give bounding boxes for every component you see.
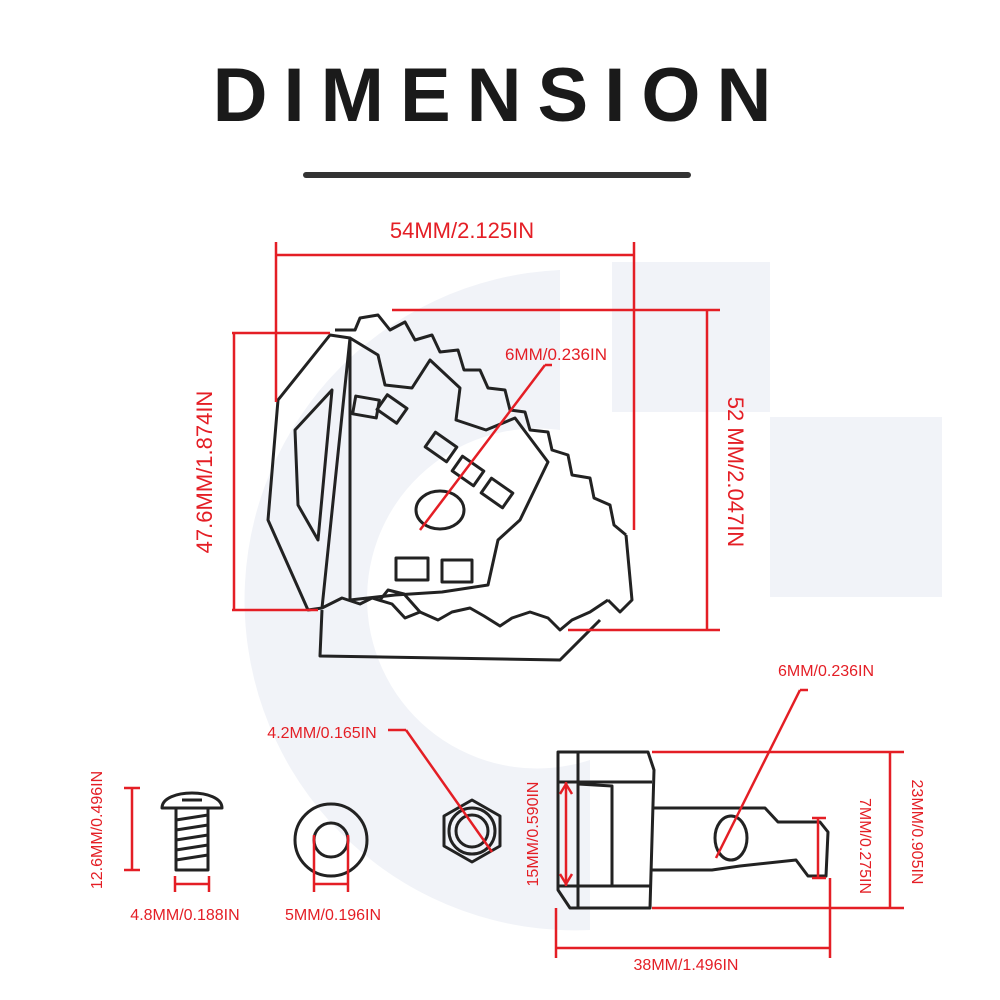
bolt-length-label: 12.6MM/0.496IN	[89, 771, 106, 889]
footpeg-right-edge	[606, 534, 634, 614]
footpeg-dimension-lines	[232, 242, 720, 632]
hole-main-label: 6MM/0.236IN	[505, 345, 607, 364]
bolt-head	[160, 791, 224, 810]
bracket-body	[556, 750, 656, 910]
bracket-height-left-arrow-top	[558, 781, 574, 795]
watermark-ring	[244, 270, 590, 931]
washer-drawing	[293, 802, 369, 878]
footpeg-notch-3	[423, 430, 459, 464]
bracket-width-label: 38MM/1.496IN	[634, 957, 739, 974]
bracket-arm	[650, 806, 830, 878]
washer-inner-label: 5MM/0.196IN	[285, 907, 381, 924]
washer-dimension-lines	[312, 835, 350, 892]
bolt-thread-4	[175, 843, 209, 852]
footpeg-bottom-teeth	[321, 596, 609, 632]
bolt-thread-5	[175, 853, 209, 862]
nut-size-label: 4.2MM/0.165IN	[267, 725, 376, 742]
footpeg-tab-right	[440, 558, 474, 584]
bolt-diameter-label: 4.8MM/0.188IN	[130, 907, 239, 924]
footpeg-notch-2	[375, 393, 409, 425]
footpeg-notch-1	[351, 394, 381, 420]
bracket-hole-label: 6MM/0.236IN	[778, 663, 874, 680]
washer-outer	[293, 802, 369, 878]
nut-dimension-lines	[388, 728, 494, 853]
footpeg-left-slot	[293, 388, 334, 542]
watermark-bar-top	[612, 262, 770, 412]
width-top-label: 54MM/2.125IN	[390, 218, 534, 243]
height-left-label: 47.6MM/1.874IN	[192, 391, 217, 554]
bracket-hole-leader	[714, 689, 802, 859]
height-right-label: 52 MM/2.047IN	[723, 397, 748, 547]
bracket-tab-label: 7MM/0.275IN	[856, 798, 873, 894]
bracket-dimension-lines	[554, 688, 904, 958]
bolt-drawing	[160, 791, 224, 872]
nut-bore	[454, 813, 490, 849]
page-title: DIMENSION	[212, 53, 788, 138]
footpeg-notch-4	[450, 454, 486, 488]
bracket-height-left-arrow-bottom	[558, 873, 574, 887]
footpeg-tab-left	[394, 556, 430, 582]
bracket-drawing	[556, 750, 830, 910]
nut-chamfer	[447, 806, 497, 856]
footpeg-notch-5	[479, 476, 515, 510]
bolt-thread-3	[175, 833, 209, 842]
hole-main-leader	[419, 364, 546, 531]
footpeg-outer-frame	[266, 333, 352, 612]
washer-inner	[312, 821, 350, 859]
nut-drawing	[442, 798, 502, 864]
footpeg-mount-hole	[414, 489, 466, 531]
bracket-hole	[713, 814, 749, 862]
watermark-bar-right	[770, 417, 942, 597]
bolt-thread-1	[175, 813, 209, 822]
footpeg-top-teeth	[335, 313, 627, 537]
bracket-body-recess	[577, 782, 614, 888]
bolt-thread-2	[175, 823, 209, 832]
nut-hex	[442, 798, 502, 864]
bolt-dimension-lines	[124, 786, 211, 892]
bracket-height-left-label: 15MM/0.590IN	[525, 782, 542, 887]
footpeg-lower-ridge	[378, 588, 422, 613]
nut-leader	[404, 729, 494, 853]
footpeg-base-plate	[318, 609, 602, 662]
footpeg-inner-body	[348, 336, 550, 602]
title-underline	[303, 172, 691, 178]
bracket-height-right-label: 23MM/0.905IN	[908, 780, 925, 885]
footpeg-drawing	[266, 313, 634, 662]
